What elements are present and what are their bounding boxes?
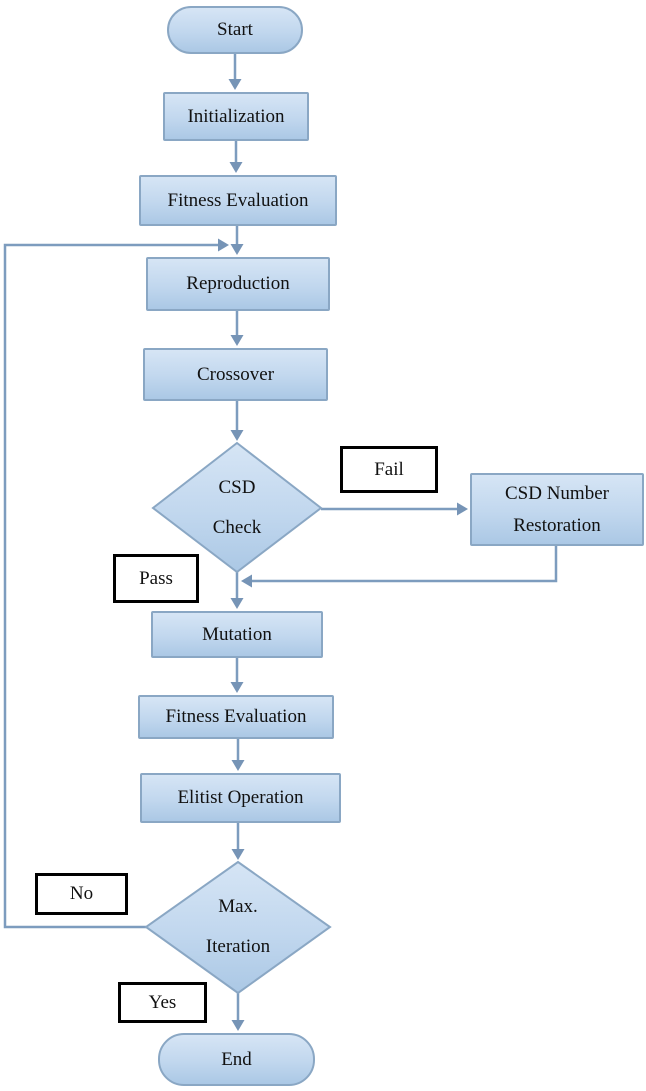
arrowhead-into-initialization [228, 79, 242, 90]
arrowhead-loop-join [218, 238, 229, 252]
node-crossover: Crossover [143, 348, 328, 401]
edge-label-fail: Fail [340, 446, 438, 493]
arrowhead-restoration-return [241, 574, 252, 588]
node-reproduction: Reproduction [146, 257, 330, 311]
node-end: End [158, 1033, 315, 1086]
node-fitness-evaluation-1: Fitness Evaluation [139, 175, 337, 226]
arrowhead-into-restoration [457, 502, 468, 516]
connector-restoration-return [252, 546, 558, 583]
csd-check-diamond [151, 441, 323, 574]
edge-label-pass: Pass [113, 554, 199, 603]
node-start: Start [167, 6, 303, 54]
arrowhead-into-csdcheck [230, 430, 244, 441]
arrowhead-into-end [231, 1020, 245, 1031]
arrowhead-into-crossover [230, 335, 244, 346]
node-initialization: Initialization [163, 92, 309, 141]
node-csd-number-restoration: CSD Number Restoration [470, 473, 644, 546]
arrowhead-into-reproduction [230, 244, 244, 255]
arrowhead-into-mutation [230, 598, 244, 609]
node-elitist-operation: Elitist Operation [140, 773, 341, 823]
edge-label-yes: Yes [118, 982, 207, 1023]
node-fitness-evaluation-2: Fitness Evaluation [138, 695, 334, 739]
edge-label-no: No [35, 873, 128, 915]
arrowhead-into-maxiteration [231, 849, 245, 860]
arrowhead-into-elitist [231, 760, 245, 771]
arrowhead-into-fitness1 [229, 162, 243, 173]
arrowhead-into-fitness2 [230, 682, 244, 693]
connector-maxiteration-no-loop [3, 243, 220, 929]
max-iteration-diamond [144, 860, 332, 995]
node-mutation: Mutation [151, 611, 323, 658]
